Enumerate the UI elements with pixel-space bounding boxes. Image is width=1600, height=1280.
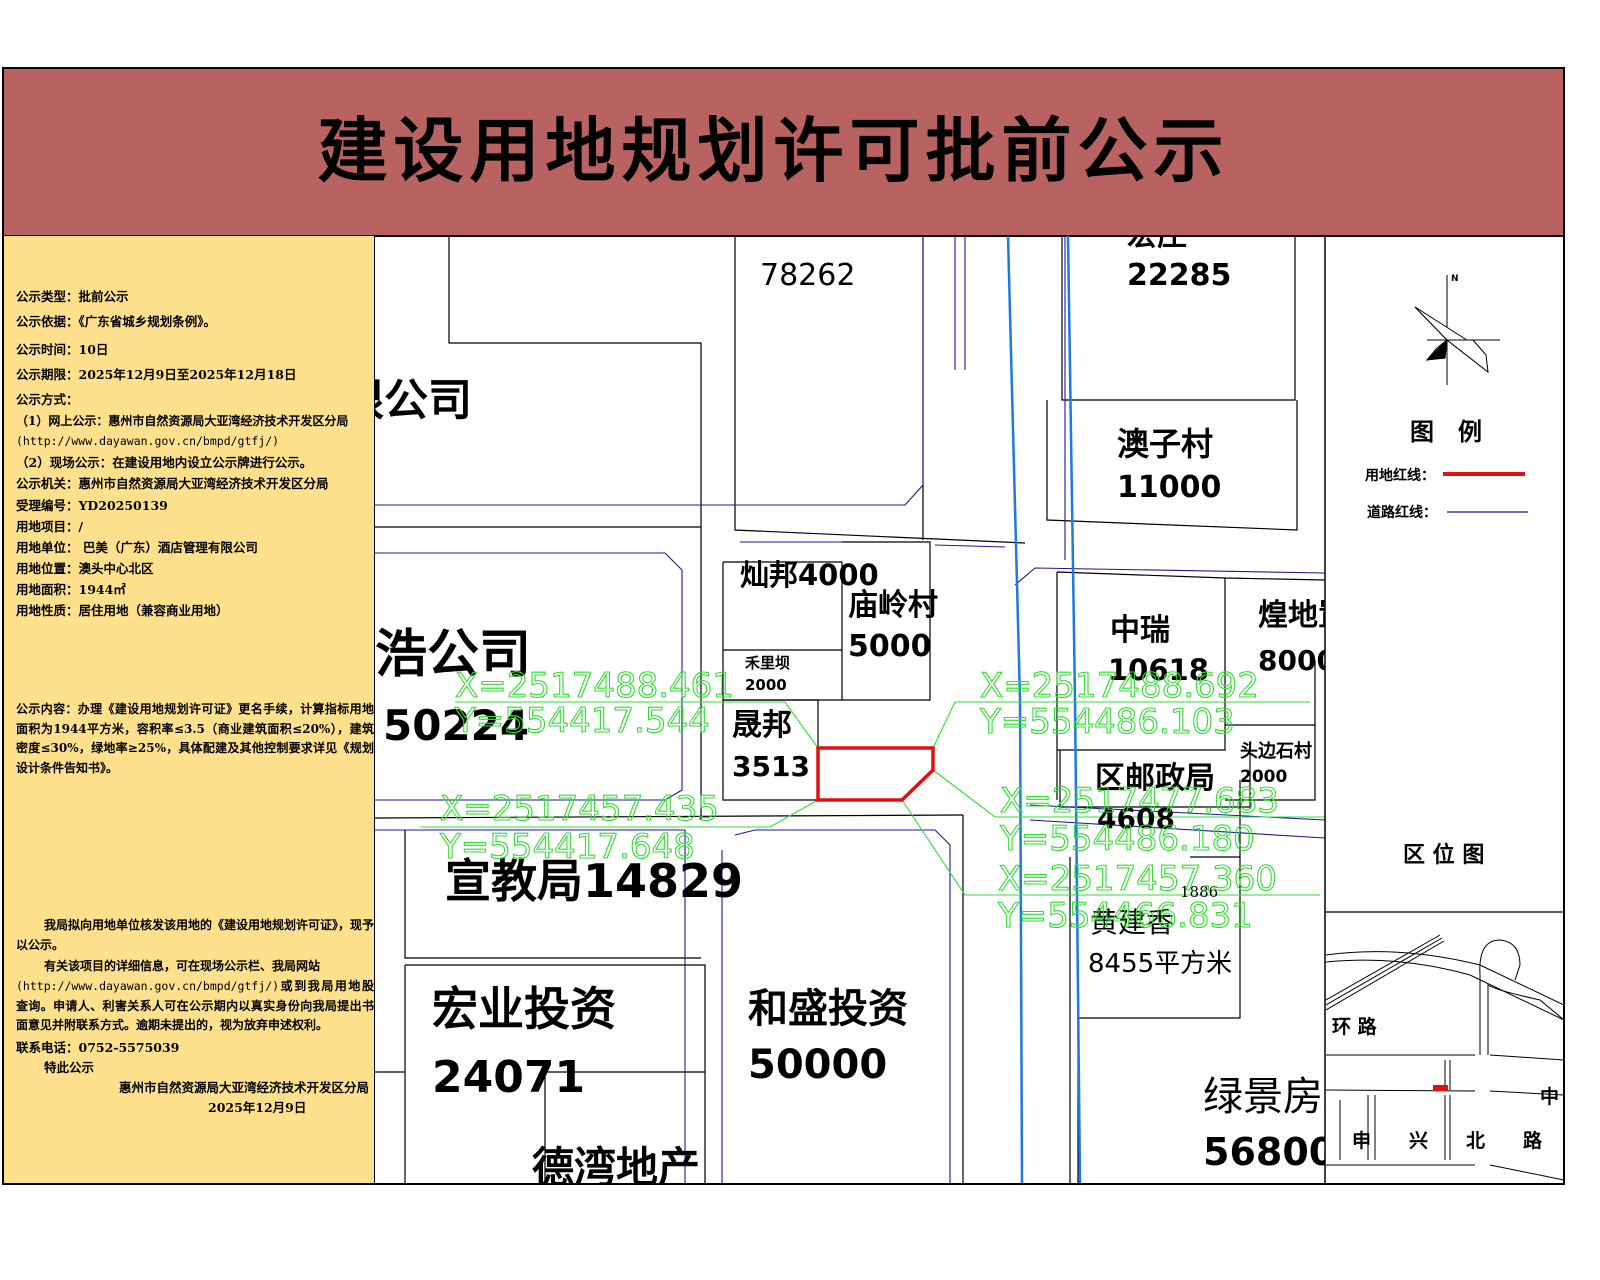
parcel-name: 煌地置 (1258, 598, 1348, 633)
parcel-name: 绿景房地 (1203, 1074, 1363, 1120)
coordinate-x: X=2517477.683 (1000, 781, 1279, 821)
notice-paragraph-2b: 或到我局用地股查询。申请人、利害关系人可在公示期内以真实身份向我局提出书面意见并… (16, 979, 374, 1032)
legend-title: 图 例 (1410, 417, 1482, 446)
north-label: N (1451, 274, 1459, 284)
notice-paragraph-2a: 有关该项目的详细信息，可在现场公示栏、我局网站 (44, 959, 321, 973)
parcel-name: 晟邦 (732, 708, 792, 743)
parcel-area: 2000 (1240, 767, 1287, 787)
legend-label-site: 用地红线： (1365, 467, 1435, 484)
parcel-name: 澳子村 (1117, 425, 1213, 463)
legend-label-road: 道路红线： (1367, 504, 1437, 521)
info-panel: 公示类型：批前公示 公示依据：《广东省城乡规划条例》。 公示时间：10日 公示期… (3, 236, 375, 1183)
parcel-area: 50224 (383, 701, 529, 750)
coordinate-x: X=2517488.461 (455, 666, 734, 706)
parcel-area: 24071 (432, 1052, 585, 1103)
info-line: 公示期限：2025年12月9日至2025年12月18日 (16, 367, 297, 382)
info-url[interactable]: (http://www.dayawan.gov.cn/bmpd/gtfj/) (16, 434, 280, 448)
parcel-area: 1886 (1180, 883, 1218, 901)
parcel-area: 78262 (760, 258, 855, 293)
road-label: 申 兴 北 路 (1352, 1129, 1543, 1152)
parcel-name: 宣教局14829 (445, 854, 743, 908)
parcel-name: 和盛投资 (748, 986, 908, 1032)
closing: 特此公示 (44, 1060, 95, 1075)
parcel-area: 56800 (1203, 1130, 1335, 1174)
info-line: 用地面积：1944㎡ (16, 582, 126, 597)
parcel-name: 庙岭村 (848, 588, 938, 623)
coordinate-x: X=2517488.692 (980, 666, 1259, 706)
parcel-name: 宏庄 (1127, 218, 1187, 253)
phone: 联系电话：0752-5575039 (16, 1040, 180, 1055)
parcel-boundaries (375, 236, 1325, 1184)
north-arrow-icon: N (1414, 274, 1500, 385)
info-line: （1）网上公示：惠州市自然资源局大亚湾经济技术开发区分局 (16, 414, 349, 428)
road-red-lines (375, 236, 1325, 1184)
parcel-area: 5000 (848, 629, 932, 664)
road-center-lines (1006, 236, 1082, 1184)
info-line: 用地性质：居住用地（兼容商业用地） (16, 603, 229, 618)
parcel-name: 灿邦4000 (740, 558, 879, 592)
coordinate-y: Y=554417.544 (454, 701, 710, 741)
road-label: 中 (1540, 1085, 1559, 1108)
notice-paragraph-1: 我局拟向用地单位核发该用地的《建设用地规划许可证》，现予以公示。 (16, 918, 375, 952)
signature: 惠州市自然资源局大亚湾经济技术开发区分局 (119, 1080, 370, 1095)
coordinate-x: X=2517457.435 (440, 789, 719, 829)
date: 2025年12月9日 (208, 1100, 307, 1115)
parcel-name: 头边石村 (1240, 740, 1312, 762)
info-line: 用地项目：/ (16, 519, 84, 534)
parcel-area: 2000 (745, 676, 787, 694)
coordinate-y: Y=554417.648 (439, 827, 695, 867)
parcel-name: 禾里坝 (745, 654, 790, 672)
info-line: 受理编号：YD20250139 (16, 498, 168, 513)
title-band: 建设用地规划许可批前公示 (3, 69, 1564, 237)
parcel-area: 8455平方米 (1088, 949, 1232, 979)
parcel-area: 10618 (1108, 653, 1209, 687)
info-line: 公示类型：批前公示 (16, 289, 129, 304)
parcel-area: 4608 (1097, 802, 1175, 835)
parcel-name: 宏业投资 (432, 982, 616, 1036)
site-red-line-parcel (816, 746, 935, 802)
info-line: 公示时间：10日 (16, 342, 109, 357)
parcel-area: 50000 (748, 1042, 887, 1088)
coordinate-y: Y=554486.103 (979, 702, 1235, 742)
info-line: 公示方式： (16, 392, 79, 407)
parcel-area: 11000 (1117, 470, 1221, 505)
info-line: 公示机关：惠州市自然资源局大亚湾经济技术开发区分局 (16, 476, 329, 491)
parcel-name: 区邮政局 (1095, 761, 1215, 796)
parcel-name: 昌浩公司 (323, 625, 531, 685)
location-map (1326, 934, 1564, 1181)
notice-frame (2, 67, 1565, 1185)
website-url[interactable]: (http://www.dayawan.gov.cn/bmpd/gtfj/) (16, 979, 280, 993)
road-label: 环 路 (1332, 1015, 1378, 1038)
info-line: 公示依据：《广东省城乡规划条例》。 (16, 314, 217, 329)
info-line: （2）现场公示：在建设用地内设立公示牌进行公示。 (16, 455, 313, 470)
parcel-name: 德湾地产 (532, 1143, 700, 1192)
parcel-name: 黄建香 (1090, 906, 1174, 939)
parcel-name: 中瑞 (1110, 613, 1170, 648)
parcel-name: 限公司 (340, 375, 472, 426)
parcel-area: 3513 (732, 750, 810, 783)
coordinate-leaders (420, 701, 1325, 896)
location-site-marker (1433, 1085, 1448, 1091)
parcel-area: 8000 (1258, 644, 1336, 677)
page-title: 建设用地规划许可批前公示 (317, 110, 1230, 192)
info-line: 用地单位： 巴美（广东）酒店管理有限公司 (16, 540, 258, 555)
info-line: 用地位置：澳头中心北区 (16, 561, 154, 576)
coordinate-x: X=2517457.360 (998, 859, 1277, 899)
location-map-title: 区 位 图 (1403, 842, 1484, 868)
coordinate-y: Y=554466.831 (997, 896, 1253, 936)
parcel-area: 22285 (1127, 258, 1231, 293)
notice-content: 公示内容：办理《建设用地规划许可证》更名手续，计算指标用地面积为1944平方米，… (16, 702, 374, 775)
coordinate-y: Y=554486.180 (999, 819, 1255, 859)
